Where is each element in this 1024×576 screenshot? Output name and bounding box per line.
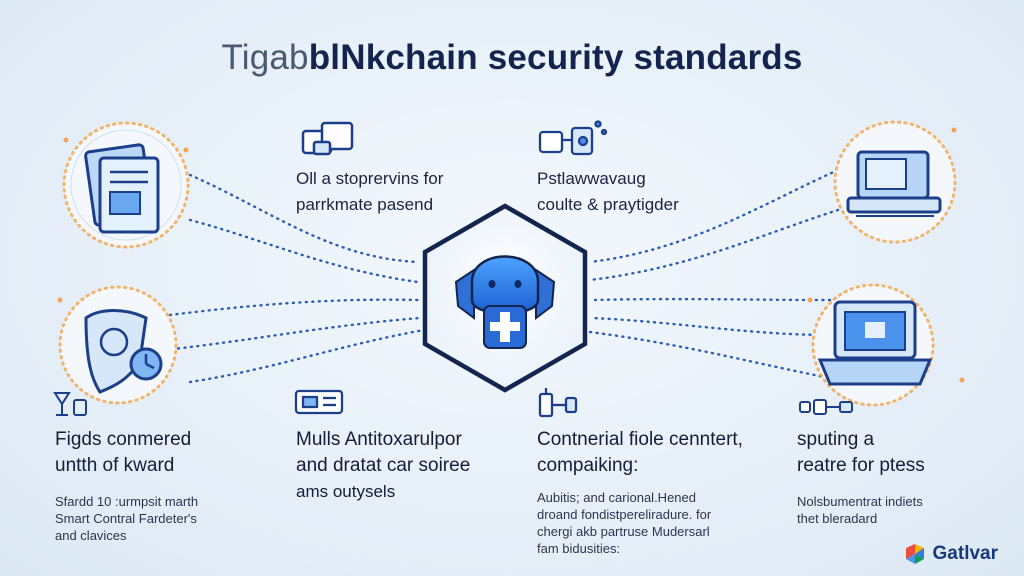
laptop-node	[811, 283, 935, 407]
section-1-desc-line1: Sfardd 10 :urmpsit marth	[55, 494, 199, 509]
section-3-desc-line4: fam bidusities:	[537, 541, 621, 556]
laptop-icon	[817, 300, 933, 386]
section-4-desc-line2: thet bleradard	[797, 511, 878, 526]
section-4-heading-line2: reatre for ptess	[797, 455, 925, 476]
top-label-right-line1: Pstlawwavaug	[537, 169, 646, 188]
top-label-left-line2: parrkmate pasend	[296, 195, 434, 214]
document-icon	[84, 143, 160, 234]
tools-icon	[538, 120, 608, 156]
section-4-desc-line1: Nolsbumentrat indiets	[797, 494, 923, 509]
section-3-heading-line2: compaiking:	[537, 455, 639, 476]
brand-logo: Gatlvar	[903, 542, 998, 566]
section-1-desc-line2: Smart Contral Fardeter's	[55, 511, 197, 526]
desktop-computer-icon	[846, 150, 942, 217]
section-1-desc-line3: and clavices	[55, 528, 127, 543]
section-3-desc-line1: Aubitis; and carional.Hened	[537, 490, 696, 505]
section-1-heading-line2: untth of kward	[55, 455, 175, 476]
section-3-heading-line1: Contnerial fiole cenntert,	[537, 429, 743, 450]
section-2-heading-line3: ams outysels	[296, 482, 396, 501]
section-2-heading-line2: and dratat car soiree	[296, 455, 471, 476]
title-part-1: Tigab	[221, 38, 309, 77]
central-hexagon	[422, 203, 588, 393]
top-label-right: Pstlawwavaug coulte & praytigder	[537, 166, 757, 218]
brand-name: Gatlvar	[932, 543, 998, 564]
robot-shield-icon	[454, 255, 556, 349]
section-3-desc-line2: droand fondistpereliradure. for	[537, 507, 712, 522]
section-1-heading-line1: Figds conmered	[55, 429, 192, 450]
section-4-heading-line1: sputing a	[797, 429, 875, 450]
top-label-left: Oll a stoprervins for parrkmate pasend	[296, 166, 496, 218]
bottom-section-1: Figds conmered untth of kward Sfardd 10 …	[55, 427, 255, 544]
router-icon	[799, 399, 853, 415]
brand-icon	[905, 544, 924, 564]
usb-device-icon	[538, 388, 578, 418]
bottom-section-4: sputing a reatre for ptess Nolsbumentrat…	[797, 427, 997, 527]
page-title: TigabblNkchain security standards	[0, 38, 1024, 78]
section-3-desc-line3: chergi akb partruse Mudersarl	[537, 524, 710, 539]
bottom-section-3: Contnerial fiole cenntert, compaiking: A…	[537, 427, 777, 557]
glass-icon	[53, 392, 87, 416]
title-part-2: blNkchain security standards	[308, 38, 803, 77]
top-label-left-line1: Oll a stoprervins for	[296, 169, 444, 188]
connector-lines	[163, 168, 842, 384]
section-2-heading-line1: Mulls Antitoxarulpor	[296, 429, 462, 450]
document-node	[62, 121, 190, 249]
card-reader-icon	[294, 389, 344, 415]
computer-node	[833, 120, 957, 244]
shield-node	[58, 285, 178, 405]
top-label-right-line2: coulte & praytigder	[537, 195, 679, 214]
bottom-section-2: Mulls Antitoxarulpor and dratat car soir…	[296, 427, 526, 505]
printer-icon	[301, 121, 354, 156]
shield-clock-icon	[84, 309, 163, 394]
decorative-dots	[57, 127, 965, 383]
